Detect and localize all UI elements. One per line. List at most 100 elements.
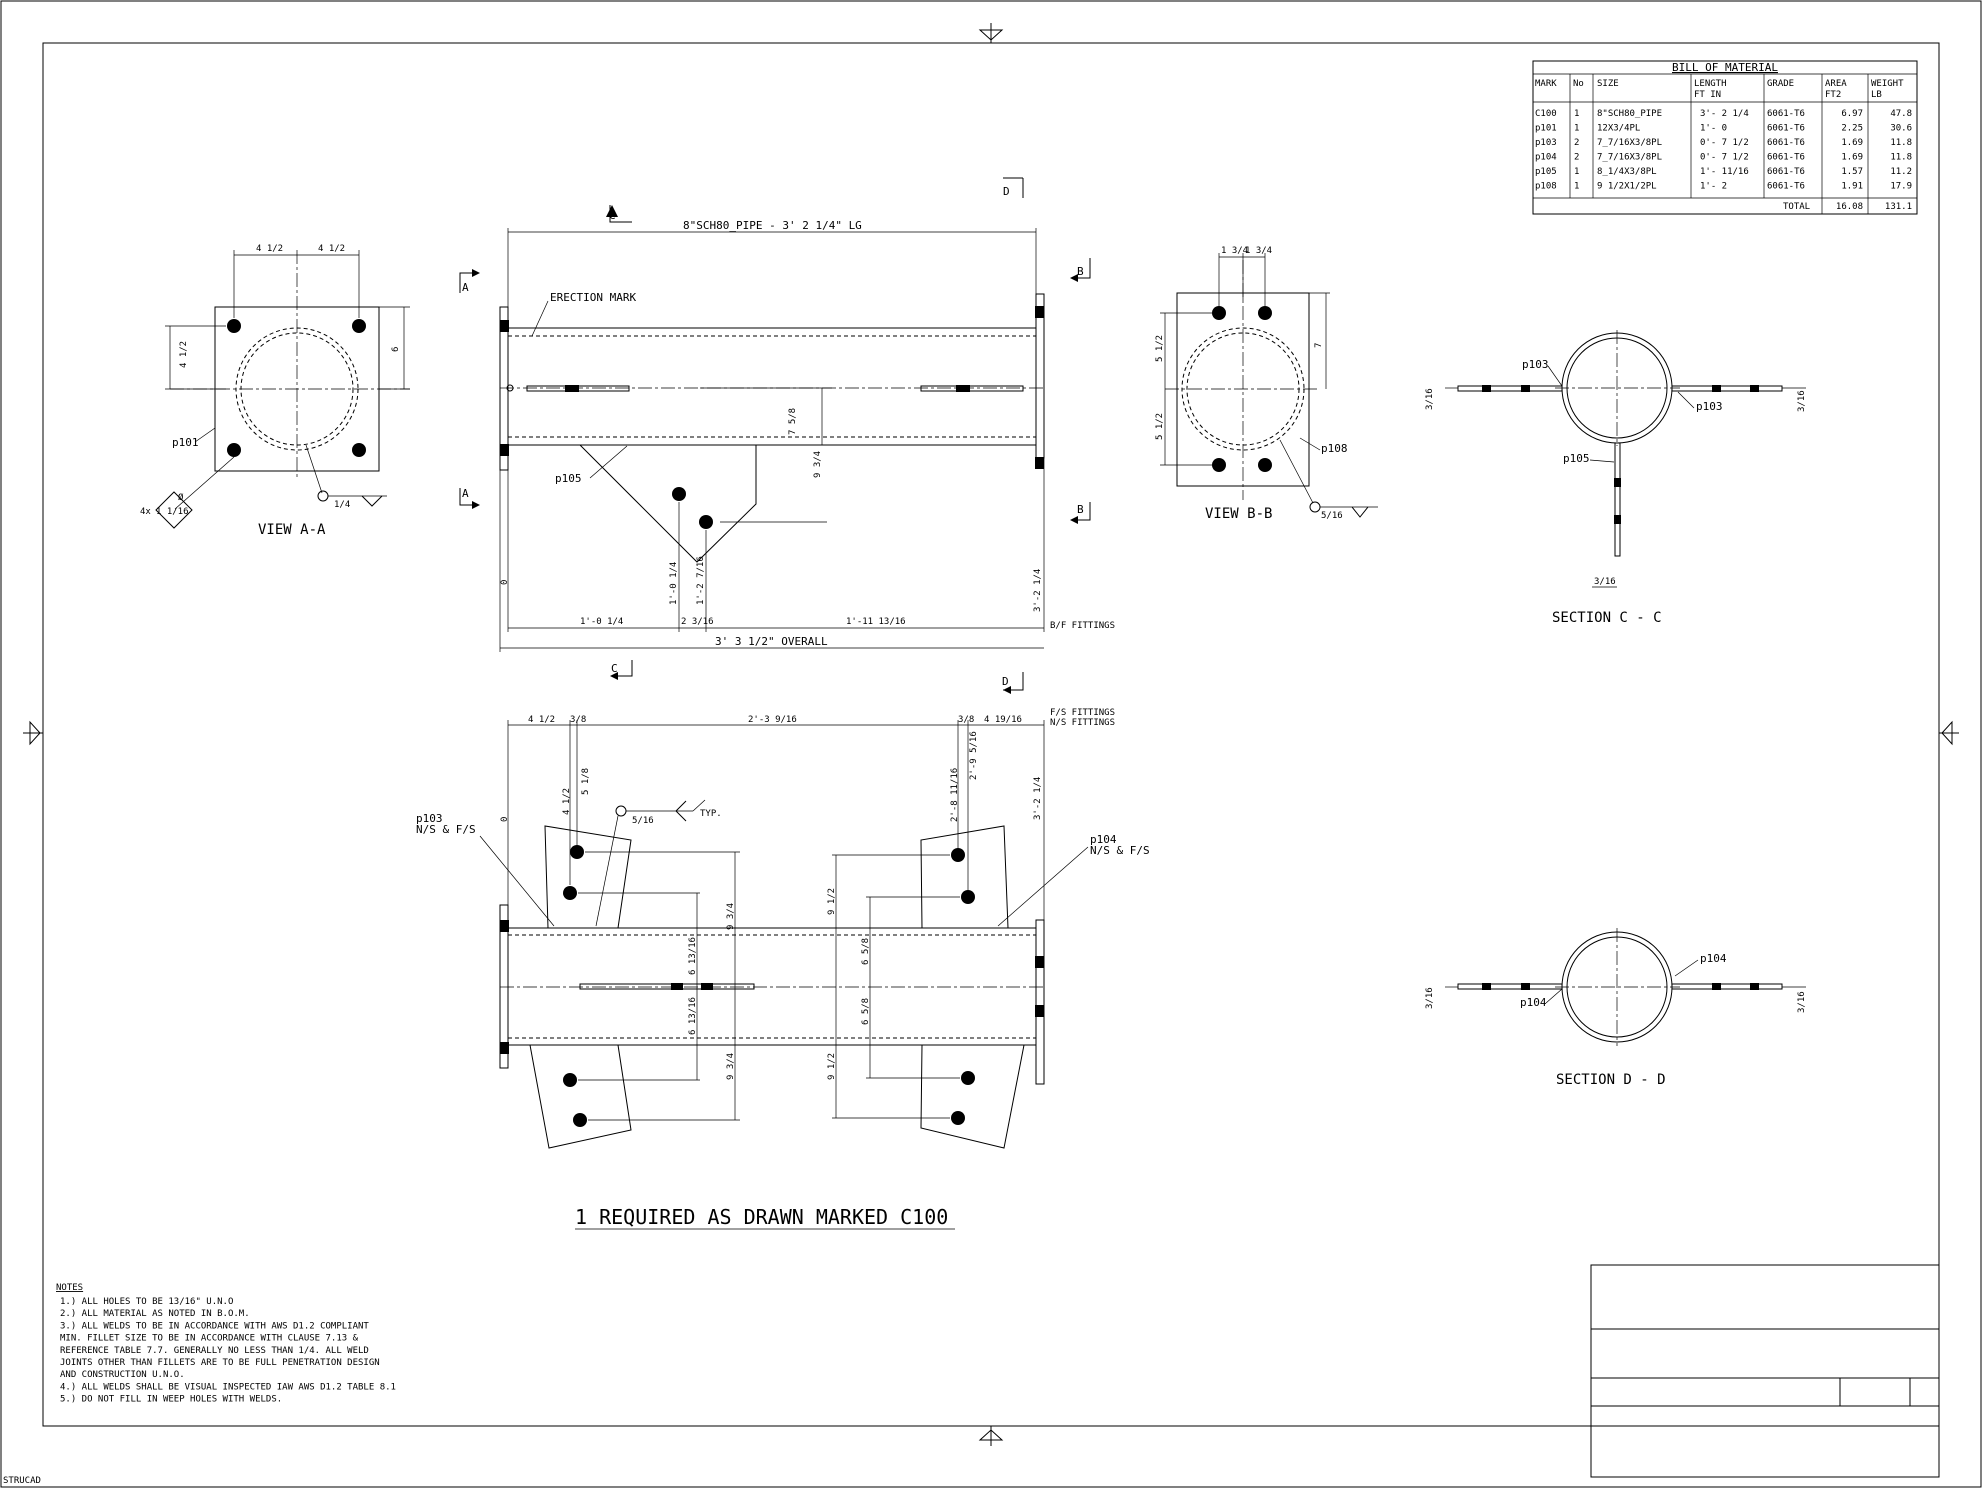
bill-of-material-table: BILL OF MATERIAL MARK No SIZE LENGTH FT … bbox=[1532, 60, 1918, 215]
bom-cell-grade: 6061-T6 bbox=[1767, 109, 1805, 119]
bom-total-weight: 131.1 bbox=[1885, 202, 1912, 212]
center-mark-left bbox=[23, 720, 43, 746]
section-mark: D bbox=[1002, 675, 1009, 688]
title-block bbox=[1590, 1264, 1940, 1478]
bom-header-grade: GRADE bbox=[1767, 79, 1794, 89]
label-p105-section: p105 bbox=[1563, 452, 1590, 465]
section-arrow-d-bottom: D bbox=[1002, 672, 1024, 694]
weld-dd-left: 3/16 bbox=[1425, 987, 1435, 1009]
bolt-hole bbox=[1212, 306, 1226, 320]
label-p101: p101 bbox=[172, 436, 199, 449]
bom-cell-size: 7_7/16X3/8PL bbox=[1597, 153, 1662, 163]
notes-title: NOTES bbox=[56, 1283, 83, 1293]
bom-cell-size: 7_7/16X3/8PL bbox=[1597, 138, 1662, 148]
hole-diamond bbox=[155, 491, 193, 529]
bom-cell-grade: 6061-T6 bbox=[1767, 153, 1805, 163]
bolt-hole bbox=[563, 1073, 577, 1087]
section-dd: 3/16 3/16 p104 p104 SECTION D - D bbox=[1425, 928, 1807, 1088]
section-arrow-b-top: B bbox=[1070, 258, 1091, 282]
bolt-hole bbox=[1258, 458, 1272, 472]
dim-top-127: 1'-2 7/16 bbox=[696, 556, 706, 605]
pipe-plan bbox=[507, 927, 1037, 1046]
center-mark-bottom bbox=[978, 1426, 1004, 1446]
section-mark: B bbox=[1077, 503, 1084, 516]
dim-bot-93a: 9 3/4 bbox=[726, 903, 736, 930]
bom-total-label: TOTAL bbox=[1783, 202, 1810, 212]
bom-header-weight-units: LB bbox=[1871, 90, 1882, 100]
dim-top-93: 9 3/4 bbox=[813, 451, 823, 478]
plate-p103-right bbox=[1671, 385, 1783, 392]
weld-cc-bottom: 3/16 bbox=[1594, 577, 1616, 587]
section-arrow-a-bottom: A bbox=[459, 487, 480, 509]
section-arrow-a-top: A bbox=[459, 269, 480, 294]
bom-cell-no: 1 bbox=[1574, 124, 1579, 134]
bom-header-weight: WEIGHT bbox=[1871, 79, 1904, 89]
section-mark: A bbox=[462, 487, 469, 500]
bom-header-mark: MARK bbox=[1535, 79, 1557, 89]
dim-bot-t5: 4 19/16 bbox=[984, 715, 1022, 725]
bolt-hole bbox=[227, 443, 241, 457]
dim-aa-w1: 4 1/2 bbox=[256, 244, 283, 254]
dim-bot-t3: 2'-3 9/16 bbox=[748, 715, 797, 725]
bolt-hole bbox=[672, 487, 686, 501]
bom-cell-area: 1.69 bbox=[1841, 153, 1863, 163]
dim-bot-65b: 6 5/8 bbox=[861, 998, 871, 1025]
dim-bot-51: 5 1/8 bbox=[581, 768, 591, 795]
dim-top-b2: 2 3/16 bbox=[681, 617, 714, 627]
dim-bot-t1: 4 1/2 bbox=[528, 715, 555, 725]
section-cc-title: SECTION C - C bbox=[1552, 610, 1662, 626]
bom-cell-mark: p103 bbox=[1535, 138, 1557, 148]
note-line: 1.) ALL HOLES TO BE 13/16" U.N.O bbox=[60, 1297, 233, 1307]
bolt-hole bbox=[961, 890, 975, 904]
plate-p104-top bbox=[920, 825, 1009, 929]
dim-top-75: 7 5/8 bbox=[788, 408, 798, 435]
bom-header-area: AREA bbox=[1825, 79, 1847, 89]
note-line: 4.) ALL WELDS SHALL BE VISUAL INSPECTED … bbox=[60, 1382, 396, 1392]
bom-cell-grade: 6061-T6 bbox=[1767, 167, 1805, 177]
bom-cell-weight: 11.2 bbox=[1890, 167, 1912, 177]
section-mark: A bbox=[462, 281, 469, 294]
dim-bot-t4: 3/8 bbox=[958, 715, 974, 725]
bolt-hole bbox=[352, 443, 366, 457]
bolt-hole bbox=[1212, 458, 1226, 472]
section-arrow-c-bottom: C bbox=[610, 660, 633, 680]
bolt-hole bbox=[227, 319, 241, 333]
plan-view: 4 1/2 3/8 2'-3 9/16 3/8 4 19/16 F/S FITT… bbox=[416, 708, 1150, 1149]
bom-cell-mark: p101 bbox=[1535, 124, 1557, 134]
dim-bot-t2: 3/8 bbox=[570, 715, 586, 725]
bom-cell-mark: p105 bbox=[1535, 167, 1557, 177]
bom-cell-mark: C100 bbox=[1535, 109, 1557, 119]
weld-aa: 1/4 bbox=[334, 500, 350, 510]
section-cc: 3/16 3/16 3/16 p103 p103 p105 SECTION C … bbox=[1425, 330, 1807, 626]
bom-cell-weight: 17.9 bbox=[1890, 182, 1912, 192]
bom-cell-size: 12X3/4PL bbox=[1597, 124, 1640, 134]
bom-cell-length: 0'- 7 1/2 bbox=[1700, 138, 1749, 148]
view-aa-title: VIEW A-A bbox=[258, 522, 326, 538]
plate-p103-left bbox=[1457, 385, 1563, 392]
label-bf-fittings: B/F FITTINGS bbox=[1050, 621, 1115, 631]
hole-diameter: 1 1/16 bbox=[156, 507, 189, 517]
note-line: 5.) DO NOT FILL IN WEEP HOLES WITH WELDS… bbox=[60, 1395, 282, 1405]
center-mark-top bbox=[978, 23, 1004, 43]
bom-cell-area: 1.91 bbox=[1841, 182, 1863, 192]
dim-bot-321: 3'-2 1/4 bbox=[1033, 777, 1043, 820]
section-dd-title: SECTION D - D bbox=[1556, 1072, 1666, 1088]
plate-p104-bottom bbox=[920, 1044, 1025, 1149]
bom-cell-size: 9 1/2X1/2PL bbox=[1597, 182, 1657, 192]
bolt-hole bbox=[352, 319, 366, 333]
dim-bb-w2: 1 3/4 bbox=[1245, 246, 1272, 256]
bom-cell-weight: 11.8 bbox=[1890, 153, 1912, 163]
bom-cell-size: 8_1/4X3/8PL bbox=[1597, 167, 1657, 177]
strucad-label: STRUCAD bbox=[3, 1476, 41, 1486]
dim-bot-91a: 9 1/2 bbox=[827, 888, 837, 915]
plate-p103-bottom bbox=[529, 1044, 632, 1149]
bom-title: BILL OF MATERIAL bbox=[1672, 61, 1778, 74]
label-erection-mark: ERECTION MARK bbox=[550, 291, 636, 304]
view-bb: 1 3/4 1 3/4 5 1/2 5 1/2 7 p108 5/16 VIEW… bbox=[1155, 246, 1378, 522]
bom-cell-no: 1 bbox=[1574, 182, 1579, 192]
dim-top-101: 1'-0 1/4 bbox=[669, 562, 679, 605]
bolt-hole bbox=[1258, 306, 1272, 320]
